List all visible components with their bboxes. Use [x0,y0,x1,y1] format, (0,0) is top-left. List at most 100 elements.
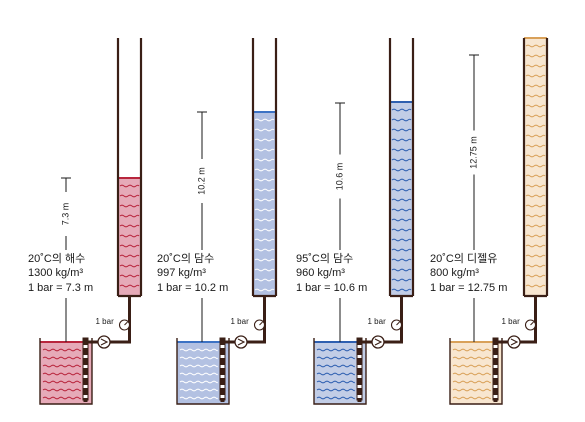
gauge-needle-icon [530,321,534,326]
tank-wave [452,364,491,368]
tank-outline [313,338,367,405]
column-wave [391,188,412,192]
column-wave [525,74,546,78]
tank [449,337,503,405]
column-wave [525,254,546,258]
column-liquid [524,38,547,296]
column-wave [119,194,140,198]
tank-wave [179,356,218,360]
pipe-inlet [84,338,98,344]
column-wave [525,94,546,98]
column-wave [254,228,275,232]
column-wave [525,114,546,118]
column-wave [525,204,546,208]
column-wave [254,238,275,242]
gauge-label: 1 bar [96,317,115,326]
height-label-bg [196,159,208,203]
tank-wave [42,356,81,360]
tank [313,337,367,405]
tank-wave [42,388,81,392]
tank-wave [42,380,81,384]
gauge-label: 1 bar [368,317,387,326]
column-wave [391,228,412,232]
tank [39,337,93,405]
fluid-density: 1300 kg/m³ [28,267,83,279]
column-wave [391,218,412,222]
column-wave [525,194,546,198]
column-wave [525,44,546,48]
column-wave [525,264,546,268]
column-wave [391,278,412,282]
column-wave [391,288,412,292]
fluid-title: 95˚C의 담수 [296,252,353,265]
gauge-needle-icon [124,321,128,326]
tank-wave [316,388,355,392]
column-wave [525,234,546,238]
column-wave [119,204,140,208]
height-label: 10.6 m [334,163,344,191]
tank-wave [179,380,218,384]
column-wave [525,124,546,128]
column-wave [254,178,275,182]
tank-outline [39,338,93,405]
tank-wave [316,396,355,400]
tank-wave [179,396,218,400]
fluid-density: 800 kg/m³ [430,267,479,279]
tank-wave [42,396,81,400]
pipe-assembly: 1 bar [221,296,266,349]
column-wave [525,214,546,218]
tank-wave [452,380,491,384]
pump-arrow-icon [100,338,109,346]
fluid-density: 960 kg/m³ [296,267,345,279]
gauge-label: 1 bar [502,317,521,326]
column-wave [525,154,546,158]
pipe-assembly: 1 bar [84,296,131,349]
pump-arrow-icon [510,338,519,346]
column-wave [391,108,412,112]
liquid-column [522,37,549,298]
column-wave [254,288,275,292]
height-label: 10.2 m [196,167,206,195]
column-wave [254,138,275,142]
pipe-assembly: 1 bar [494,296,537,349]
tank-wave [316,364,355,368]
tank [176,337,230,405]
column-wave [525,174,546,178]
column-wave [391,238,412,242]
tank-wave [179,372,218,376]
height-indicator: 7.3 m [60,177,72,342]
fluid-equivalence: 1 bar = 10.6 m [296,282,367,294]
column-wave [391,118,412,122]
tank-wave [179,364,218,368]
column-wave [525,164,546,168]
fluid-title: 20˚C의 디젤유 [430,252,497,265]
tank-wave [316,356,355,360]
column-wave [391,268,412,272]
fluid-equivalence: 1 bar = 12.75 m [430,282,507,294]
column-wave [254,198,275,202]
column-wave [525,284,546,288]
gauge-needle-icon [396,321,400,326]
column-wave [254,258,275,262]
height-label: 7.3 m [60,203,70,226]
column-wave [391,138,412,142]
column-wave [391,148,412,152]
tank-wave [316,348,355,352]
liquid-column [116,38,143,298]
column-wave [254,128,275,132]
column-wave [119,214,140,218]
tank-wave [42,364,81,368]
column-wave [525,84,546,88]
column-wave [119,264,140,268]
fluid-info: 20˚C의 디젤유 800 kg/m³ 1 bar = 12.75 m [430,252,507,294]
tank-wave [452,372,491,376]
tank-wave [452,388,491,392]
column-wave [119,234,140,238]
tank-wave [179,388,218,392]
height-label-bg [334,154,346,199]
column-wave [119,274,140,278]
